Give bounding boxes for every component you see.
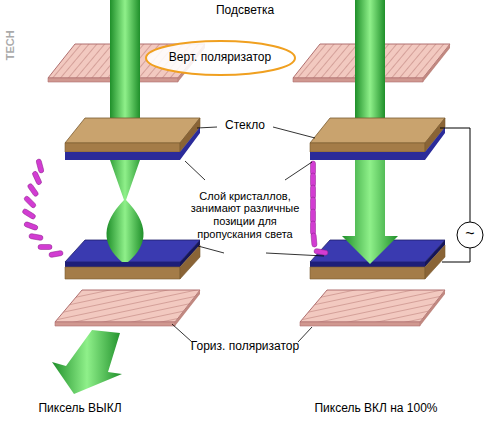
top-glass [65,118,200,160]
crystal-molecule [22,208,37,220]
ac-symbol: ~ [465,225,474,243]
callout-ellipse: Верт. поляризатор [145,40,296,76]
leader-line [298,327,312,342]
pixel-state-label: Пиксель ВЫКЛ [38,402,121,416]
crystal-molecule [29,233,44,240]
light-beam [355,0,385,138]
backlight-label: Подсветка [216,4,274,18]
glass-label: Стекло [225,119,265,133]
leader-line [285,162,312,180]
crystal-molecule [36,159,44,174]
horizontal-polarizer [300,290,445,326]
watermark: TECH [4,30,17,60]
crystal-molecule [27,183,39,197]
liquid-crystals [22,159,329,258]
leader-line [197,127,217,128]
leader-line [273,127,315,138]
crystal-molecule [24,221,39,230]
leader-lines [172,127,324,342]
light-beam [110,0,140,138]
leader-line [198,246,224,253]
leader-line [172,324,192,342]
crystal-layer-label: Слой кристаллов, занимают различные пози… [186,190,304,241]
light-beam [106,160,143,262]
top-glass [310,118,445,160]
crystal-molecule [32,171,42,186]
output-light-arrow [52,330,122,394]
crystal-molecule [23,195,36,208]
ac-source-wiring [440,128,483,262]
horizontal-polarizer [55,290,200,326]
wire [440,128,470,222]
crystal-molecule [38,245,52,250]
polarizer-label: Гориз. поляризатор [191,340,299,354]
ellipse-outline [146,41,295,75]
pixel-state-label: Пиксель ВКЛ на 100% [314,402,437,416]
polarizer-label: Верт. поляризатор [145,51,296,65]
leader-line [185,161,205,180]
wire [442,248,470,262]
light-arrow [342,160,398,264]
crystal-molecule [314,248,329,255]
crystal-molecule [49,250,64,257]
crystal-molecule [311,233,317,247]
ac-source-symbol [457,222,483,248]
leader-line [266,253,324,256]
